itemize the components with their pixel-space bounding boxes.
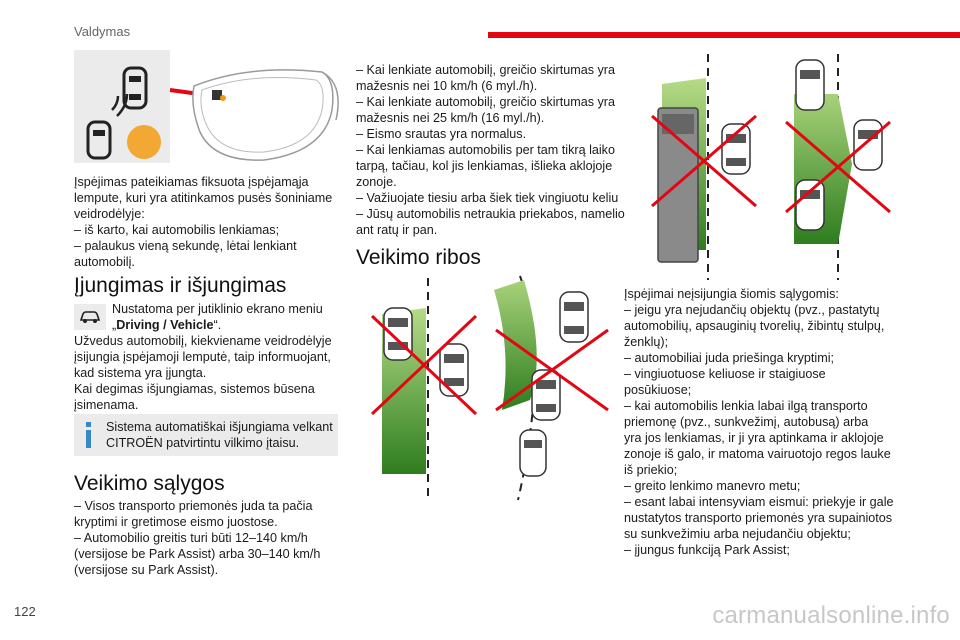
menu-quote-close: “. [213,318,222,332]
body-line: įsijungia įspėjamoji lemputė, taip infor… [74,350,331,364]
conditions-line: – Automobilio greitis turi būti 12–140 k… [74,531,308,545]
condition-line: – Važiuojate tiesiu arba šiek tiek vingi… [356,191,619,205]
body-line: Kai degimas išjungiamas, sistemos būsena [74,382,315,396]
conditions-line: – Visos transporto priemonės juda ta pač… [74,499,313,513]
limit-line: – automobiliai juda priešinga kryptimi; [624,351,834,365]
intro-line: automobilį. [74,255,135,269]
car-icon-front [122,66,148,110]
heading-limits: Veikimo ribos [356,246,481,269]
mirror-warning-illustration [74,50,344,165]
limit-line: – vingiuotuose keliuose ir staigiuose [624,367,826,381]
car-icon [795,59,825,111]
menu-text-line: Nustatoma per jutiklinio ekrano meniu [112,302,323,316]
info-line: CITROËN patvirtintu vilkimo įtaisu. [106,436,300,450]
car-icon [383,307,413,361]
car-icon [559,291,589,343]
body-line: Užvedus automobilį, kiekviename veidrodė… [74,334,332,348]
heading-switch: Įjungimas ir išjungimas [74,274,287,297]
limit-line: iš priekio; [624,463,678,477]
limit-line: priemonę (pvz., sunkvežimį, autobusą) ar… [624,415,869,429]
condition-line: ant ratų ir pan. [356,223,438,237]
illustration-truck-overtaking [650,54,760,280]
condition-line: – Kai lenkiamas automobilis per tam tikr… [356,143,615,157]
car-icon [519,429,547,477]
info-icon [86,422,91,448]
limit-line: – įjungus funkciją Park Assist; [624,543,790,557]
limit-line: automobilių, apsauginių tvorelių, žibint… [624,319,885,333]
condition-line: – Kai lenkiate automobilį, greičio skirt… [356,95,615,109]
limit-line: posūkiuose; [624,383,692,397]
conditions-line: kryptimi ir gretimose eismo juostose. [74,515,278,529]
limit-line: – greito lenkimo manevro metu; [624,479,801,493]
car-settings-icon [74,304,106,330]
limit-line: ženklų); [624,335,669,349]
condition-line: tarpą, tačiau, kol jis lenkiamas, išliek… [356,159,613,173]
intro-line: Įspėjimas pateikiamas fiksuota įspėjamąj… [74,175,309,189]
condition-line: – Kai lenkiate automobilį, greičio skirt… [356,63,615,77]
page-number: 122 [14,604,36,619]
car-icon [439,343,469,397]
limit-line: su sunkvežimiu arba nejudančiu objektu; [624,527,851,541]
header-accent-bar [488,32,960,38]
car-icon-rear [86,120,112,160]
car-icon [531,369,561,421]
condition-line: mažesnis nei 10 km/h (6 myl./h). [356,79,538,93]
condition-line: mažesnis nei 25 km/h (16 myl./h). [356,111,545,125]
limit-line: nustatytos transporto priemonės yra supa… [624,511,893,525]
watermark: carmanualsonline.info [712,602,950,629]
body-line: įsimenama. [74,398,139,412]
menu-path: Driving / Vehicle [116,318,214,332]
warning-light-icon [127,125,161,159]
section-title: Valdymas [74,24,131,39]
intro-line: veidrodėlyje: [74,207,145,221]
info-box: Sistema automatiškai išjungiama velkant … [74,414,338,456]
limit-line: – jeigu yra nejudančių objektų (pvz., pa… [624,303,880,317]
heading-conditions: Veikimo sąlygos [74,472,225,495]
conditions-line: (versijose be Park Assist) arba 30–140 k… [74,547,321,561]
car-icon [853,119,883,171]
intro-line: lempute, kuri yra atitinkamos pusės šoni… [74,191,333,205]
limit-line: yra jos lenkiamas, ir ji yra aptinkama i… [624,431,884,445]
limit-line: – kai automobilis lenkia labai ilgą tran… [624,399,868,413]
limit-line: Įspėjimai neįsijungia šiomis sąlygomis: [624,287,839,301]
side-mirror-icon [192,69,339,161]
conditions-line: (versijose su Park Assist). [74,563,219,577]
condition-line: – Jūsų automobilis netraukia priekabos, … [356,207,625,221]
condition-line: – Eismo srautas yra normalus. [356,127,527,141]
menu-quote-open: „ [112,318,117,332]
body-line: kad sistema yra įjungta. [74,366,207,380]
intro-line: – iš karto, kai automobilis lenkiamas; [74,223,280,237]
illustration-speed-difference [370,278,480,500]
limit-line: zonoje iš galo, ir matoma vairuotojo reg… [624,447,891,461]
info-line: Sistema automatiškai išjungiama velkant [106,420,333,434]
illustration-heavy-traffic [782,54,894,280]
car-icon [795,179,825,231]
intro-line: – palaukus vieną sekundę, lėtai lenkiant [74,239,297,253]
condition-line: zonoje. [356,175,397,189]
car-icon [721,123,751,175]
illustration-curved-road [490,270,614,502]
limit-line: – esant labai intensyviam eismui: prieky… [624,495,894,509]
